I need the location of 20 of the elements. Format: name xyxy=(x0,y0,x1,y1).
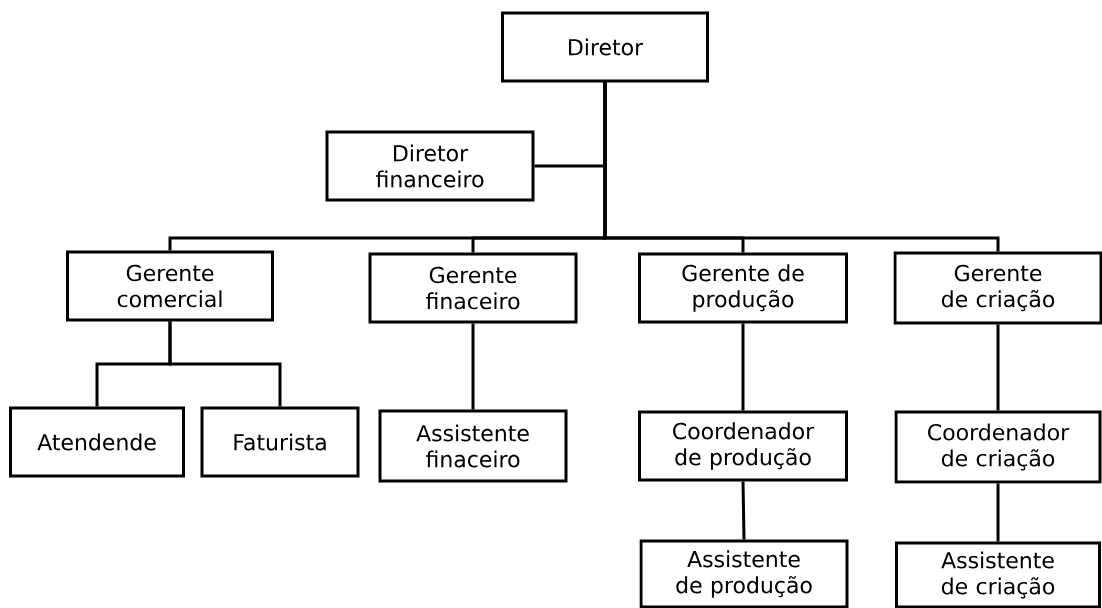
org-box: Atendende xyxy=(9,406,185,478)
org-box: Assistente finaceiro xyxy=(378,409,568,483)
org-box: Gerente de produção xyxy=(638,252,848,324)
connector-line xyxy=(741,481,746,540)
connector-line xyxy=(168,321,282,407)
org-box: Coordenador de produção xyxy=(638,410,848,482)
connector-line xyxy=(471,323,475,410)
org-box: Assistente de produção xyxy=(639,539,849,608)
org-box: Gerente de criação xyxy=(893,251,1102,325)
org-box: Faturista xyxy=(200,406,360,478)
connector-line xyxy=(996,483,1000,542)
connector-line xyxy=(741,323,745,411)
org-box: Gerente finaceiro xyxy=(368,252,578,324)
connector-line xyxy=(603,82,1000,252)
org-box: Coordenador de criação xyxy=(894,410,1102,484)
connector-line xyxy=(996,324,1000,411)
org-box: Diretor xyxy=(501,11,709,83)
org-box: Assistente de criação xyxy=(895,541,1101,608)
org-box: Gerente comercial xyxy=(66,250,274,322)
org-box: Diretor financeiro xyxy=(325,130,535,202)
